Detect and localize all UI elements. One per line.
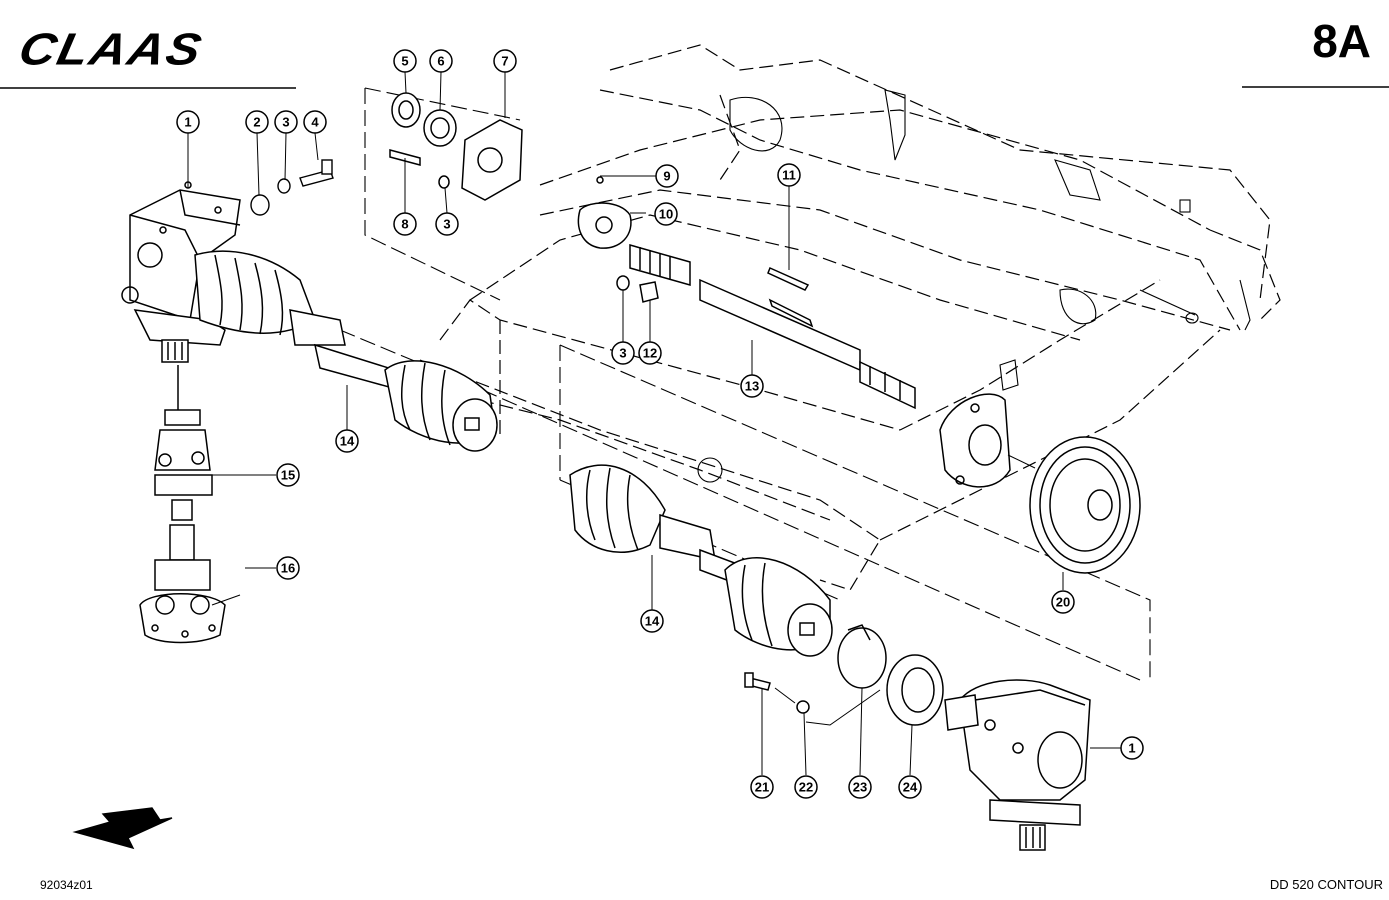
- callout-number: 1: [184, 115, 191, 130]
- leader-lines: [187, 71, 1121, 776]
- drive-shaft-upper: [194, 250, 498, 452]
- callout-c24: 24: [898, 775, 922, 799]
- callout-c15: 15: [276, 463, 300, 487]
- callout-c14b: 14: [640, 609, 664, 633]
- callout-circle: [493, 49, 517, 73]
- callout-number: 8: [401, 217, 408, 232]
- direction-arrow: [72, 807, 173, 850]
- callout-circle: [276, 556, 300, 580]
- bearing-parts: [389, 92, 523, 201]
- callout-circle: [898, 775, 922, 799]
- callout-number: 7: [501, 54, 508, 69]
- callout-c12: 12: [638, 341, 662, 365]
- callout-number: 11: [782, 168, 796, 183]
- pulley-assembly: [939, 393, 1141, 574]
- callout-number: 14: [645, 614, 660, 629]
- callout-number: 10: [659, 207, 673, 222]
- callout-number: 13: [745, 379, 759, 394]
- callout-c1a: 1: [176, 110, 200, 134]
- drive-shaft-lower: [569, 464, 833, 657]
- main-shaft: [629, 244, 916, 410]
- clamp-parts: [744, 624, 944, 726]
- callout-circle: [276, 463, 300, 487]
- callout-c21: 21: [750, 775, 774, 799]
- callout-circle: [750, 775, 774, 799]
- callout-circle: [1120, 736, 1144, 760]
- gearbox-right: [944, 679, 1091, 851]
- callout-c13: 13: [740, 374, 764, 398]
- callout-number: 3: [619, 346, 626, 361]
- callout-number: 22: [799, 780, 813, 795]
- callout-circle: [274, 110, 298, 134]
- callout-c5: 5: [393, 49, 417, 73]
- callout-circle: [1051, 590, 1075, 614]
- machine-frame: [419, 44, 1281, 591]
- callout-number: 6: [437, 54, 444, 69]
- gearbox-left: [121, 181, 241, 363]
- callout-c10: 10: [654, 202, 678, 226]
- callout-number: 5: [401, 54, 408, 69]
- callout-circle: [393, 49, 417, 73]
- callout-circle: [393, 212, 417, 236]
- callout-circle: [335, 429, 359, 453]
- callout-number: 12: [643, 346, 657, 361]
- callout-number: 1: [1128, 741, 1135, 756]
- callout-c8: 8: [393, 212, 417, 236]
- callout-c2: 2: [245, 110, 269, 134]
- coupling-parts: [577, 176, 659, 303]
- callout-number: 14: [340, 434, 355, 449]
- callout-number: 3: [443, 217, 450, 232]
- callout-number: 3: [282, 115, 289, 130]
- callout-c1b: 1: [1120, 736, 1144, 760]
- callout-circle: [655, 164, 679, 188]
- callout-number: 24: [903, 780, 918, 795]
- callout-circle: [794, 775, 818, 799]
- small-parts-2-3-4: [250, 159, 334, 216]
- callout-c22: 22: [794, 775, 818, 799]
- callout-c4: 4: [303, 110, 327, 134]
- callout-circle: [611, 341, 635, 365]
- callout-c3c: 3: [611, 341, 635, 365]
- page-id: 8A: [1312, 15, 1371, 67]
- callout-number: 4: [311, 115, 319, 130]
- callout-number: 23: [853, 780, 867, 795]
- callout-c11: 11: [777, 163, 801, 187]
- callout-circle: [777, 163, 801, 187]
- callout-c23: 23: [848, 775, 872, 799]
- callout-circle: [435, 212, 459, 236]
- brand-logo: CLAAS: [14, 23, 208, 75]
- callout-circle: [176, 110, 200, 134]
- universal-joint: [139, 365, 241, 644]
- callout-c6: 6: [429, 49, 453, 73]
- callout-c3a: 3: [274, 110, 298, 134]
- callout-c9: 9: [655, 164, 679, 188]
- callout-c7: 7: [493, 49, 517, 73]
- callout-c3b: 3: [435, 212, 459, 236]
- callout-number: 21: [755, 780, 769, 795]
- callout-circle: [640, 609, 664, 633]
- callout-circle: [303, 110, 327, 134]
- callout-number: 2: [253, 115, 260, 130]
- callout-number: 16: [281, 561, 295, 576]
- callout-circle: [638, 341, 662, 365]
- callout-c20: 20: [1051, 590, 1075, 614]
- callout-circle: [245, 110, 269, 134]
- callout-circle: [654, 202, 678, 226]
- callout-number: 20: [1056, 595, 1070, 610]
- model-name: DD 520 CONTOUR: [1269, 877, 1383, 892]
- callout-number: 9: [663, 169, 670, 184]
- frame-details: [697, 89, 1251, 483]
- callout-circle: [848, 775, 872, 799]
- callout-c14a: 14: [335, 429, 359, 453]
- drawing-number: 92034z01: [40, 878, 93, 892]
- callout-circle: [740, 374, 764, 398]
- callout-c16: 16: [276, 556, 300, 580]
- callout-circle: [429, 49, 453, 73]
- callout-number: 15: [281, 468, 295, 483]
